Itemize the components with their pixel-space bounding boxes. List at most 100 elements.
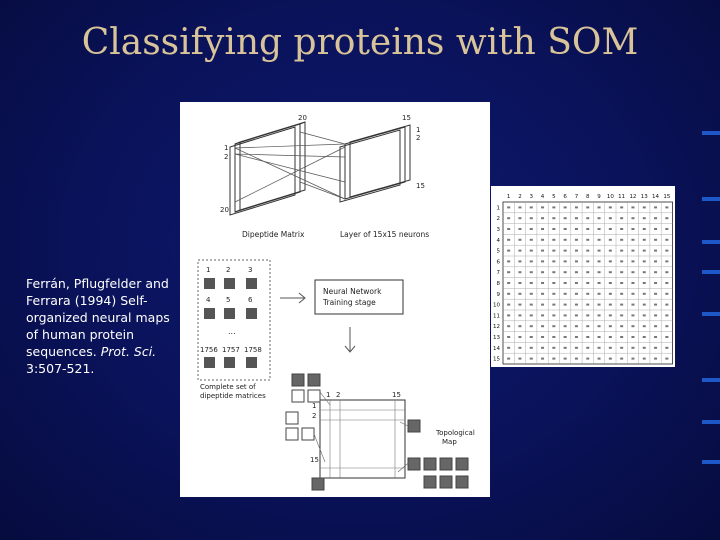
map-cell-mark bbox=[529, 217, 533, 220]
map-grid-border bbox=[502, 201, 673, 365]
map-cell-mark bbox=[586, 271, 590, 274]
sample-label: 1757 bbox=[222, 346, 240, 354]
map-cell-mark bbox=[529, 249, 533, 252]
map-cell-mark bbox=[507, 206, 511, 209]
map-cell-mark bbox=[597, 336, 601, 338]
map-cell-mark bbox=[552, 325, 556, 328]
som-architecture-figure: 20 1 2 20 15 1 2 15 Dipeptide Matrix Lay… bbox=[180, 102, 490, 497]
map-cell-mark bbox=[563, 238, 567, 241]
map-row-number: 14 bbox=[493, 346, 500, 352]
map-row-number: 15 bbox=[493, 357, 500, 363]
map-cell-mark bbox=[563, 217, 567, 220]
map-cell-mark bbox=[518, 249, 522, 252]
map-cell-mark bbox=[631, 303, 635, 306]
map-cell-mark bbox=[574, 325, 578, 328]
map-cell-mark bbox=[586, 217, 590, 220]
map-cell-mark bbox=[597, 271, 601, 274]
map-cell-mark bbox=[541, 217, 545, 220]
map-cell-mark bbox=[608, 228, 612, 230]
map-cell-mark bbox=[518, 314, 522, 317]
map-cell-mark bbox=[597, 346, 601, 349]
map-cell-mark bbox=[665, 325, 669, 328]
map-cell-mark bbox=[620, 346, 624, 349]
map-cell-mark bbox=[529, 357, 533, 360]
map-cell-mark bbox=[529, 303, 533, 306]
map-cell-mark bbox=[654, 228, 658, 230]
map-row-number: 5 bbox=[497, 249, 501, 255]
map-row-number: 7 bbox=[497, 270, 501, 276]
map-cell-mark bbox=[586, 260, 590, 263]
map-column-number: 9 bbox=[597, 194, 601, 200]
map-cell-mark bbox=[620, 325, 624, 328]
map-cell-mark bbox=[597, 314, 601, 317]
map-cell-mark bbox=[507, 249, 511, 252]
map-cell-mark bbox=[631, 292, 635, 295]
map-cell-mark bbox=[642, 271, 646, 274]
map-cell-mark bbox=[552, 228, 556, 230]
map-cell-mark bbox=[654, 271, 658, 274]
samples-frame bbox=[197, 259, 271, 381]
map-cell-mark bbox=[552, 238, 556, 241]
complete-set-label-1: Complete set of bbox=[200, 383, 256, 391]
map-row-number: 2 bbox=[497, 216, 501, 222]
row-label-1: 1 bbox=[224, 144, 228, 152]
map-cell-mark bbox=[586, 282, 590, 284]
map-cell-mark bbox=[574, 260, 578, 263]
map-cell-mark bbox=[608, 271, 612, 274]
map-row-label: 1 bbox=[312, 402, 316, 410]
map-cell-mark bbox=[631, 271, 635, 274]
map-cell-mark bbox=[654, 217, 658, 220]
map-cell-mark bbox=[586, 336, 590, 338]
training-label-line2: Training stage bbox=[322, 298, 376, 307]
map-col-label: 1 bbox=[326, 391, 330, 399]
sample-label: 3 bbox=[248, 266, 252, 274]
map-cell-mark bbox=[597, 260, 601, 263]
map-cell-mark bbox=[563, 206, 567, 209]
map-cell-mark bbox=[507, 217, 511, 220]
map-cell-mark bbox=[586, 238, 590, 241]
map-cell-mark bbox=[552, 249, 556, 252]
accent-bar bbox=[702, 460, 720, 464]
map-cell-mark bbox=[642, 260, 646, 263]
map-cell-mark bbox=[586, 303, 590, 306]
map-cell-mark bbox=[518, 238, 522, 241]
map-column-number: 11 bbox=[618, 194, 625, 200]
map-cell-mark bbox=[507, 292, 511, 295]
map-cell-mark bbox=[620, 271, 624, 274]
map-cell-mark bbox=[529, 346, 533, 349]
map-row-number: 10 bbox=[493, 303, 500, 309]
map-cell-mark bbox=[608, 282, 612, 284]
map-cell-mark bbox=[620, 260, 624, 263]
neuron-layer-box bbox=[339, 124, 411, 203]
map-cell-mark bbox=[608, 238, 612, 241]
map-cell-mark bbox=[665, 217, 669, 220]
map-cell-mark bbox=[518, 271, 522, 274]
map-cell-mark bbox=[665, 206, 669, 209]
layer-row-label-2: 2 bbox=[416, 134, 420, 142]
map-cell-mark bbox=[608, 249, 612, 252]
map-column-number: 6 bbox=[563, 194, 567, 200]
map-cell-mark bbox=[586, 292, 590, 295]
map-cell-mark bbox=[631, 249, 635, 252]
map-cell-mark bbox=[586, 325, 590, 328]
map-cell-mark bbox=[563, 282, 567, 284]
map-cell-mark bbox=[541, 325, 545, 328]
map-cell-mark bbox=[563, 292, 567, 295]
layer-size-label: 15 bbox=[402, 114, 411, 122]
map-cell-mark bbox=[563, 357, 567, 360]
sample-label: 2 bbox=[226, 266, 230, 274]
citation-pages: 3:507-521. bbox=[26, 361, 95, 376]
samples-ellipsis: ... bbox=[228, 327, 236, 336]
map-cell-mark bbox=[586, 249, 590, 252]
map-cell-mark bbox=[608, 357, 612, 360]
map-cell-mark bbox=[518, 292, 522, 295]
map-cell-mark bbox=[620, 314, 624, 317]
map-row-number: 13 bbox=[493, 335, 500, 341]
map-cell-mark bbox=[654, 336, 658, 338]
sample-label: 1756 bbox=[200, 346, 218, 354]
map-cell-mark bbox=[574, 206, 578, 209]
arrow-down-icon bbox=[344, 327, 356, 353]
map-cell-mark bbox=[654, 357, 658, 360]
